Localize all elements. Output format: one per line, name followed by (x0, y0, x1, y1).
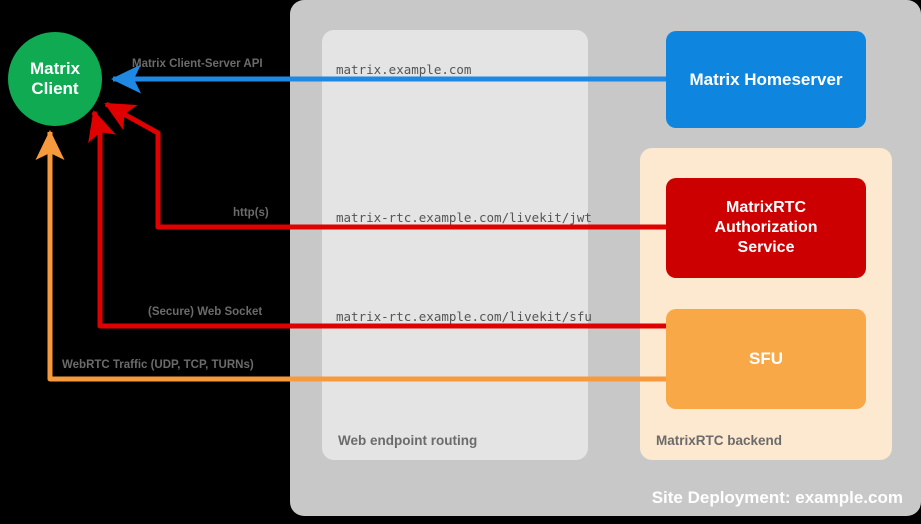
matrixrtc-backend-label: MatrixRTC backend (656, 433, 783, 448)
arrow-jwt-service (104, 101, 666, 230)
auth-service-label: MatrixRTC Authorization Service (714, 198, 817, 258)
matrix-client-label-line1: Matrix (29, 58, 81, 78)
protocol-label-webrtc-traffic: WebRTC Traffic (UDP, TCP, TURNs) (62, 359, 254, 371)
matrix-client-label-line2: Client (31, 79, 79, 98)
auth-service-label-line1: MatrixRTC (725, 199, 806, 216)
web-endpoint-routing-label: Web endpoint routing (338, 433, 478, 448)
arrow-sfu-websocket (88, 110, 666, 329)
endpoint-matrix-example-com: matrix.example.com (336, 62, 472, 77)
endpoint-livekit-sfu: matrix-rtc.example.com/livekit/sfu (336, 309, 592, 324)
auth-service-label-line2: Authorization (714, 219, 818, 236)
node-matrixrtc-authorization-service[interactable]: MatrixRTC Authorization Service (666, 178, 866, 278)
protocol-label-http: http(s) (233, 207, 269, 219)
endpoint-livekit-jwt: matrix-rtc.example.com/livekit/jwt (336, 210, 592, 225)
web-endpoint-routing-container: Web endpoint routing (322, 30, 588, 460)
auth-service-label-line3: Service (737, 239, 795, 256)
sfu-label: SFU (749, 349, 783, 369)
site-deployment-label: Site Deployment: example.com (651, 488, 903, 507)
matrix-homeserver-label: Matrix Homeserver (689, 69, 843, 89)
protocol-label-client-server-api: Matrix Client-Server API (132, 58, 263, 70)
protocol-label-web-socket: (Secure) Web Socket (148, 306, 263, 318)
node-matrix-client[interactable]: Matrix Client (8, 32, 102, 126)
arrow-webrtc-media (35, 129, 666, 382)
node-matrix-homeserver[interactable]: Matrix Homeserver (666, 31, 866, 128)
node-sfu[interactable]: SFU (666, 309, 866, 409)
